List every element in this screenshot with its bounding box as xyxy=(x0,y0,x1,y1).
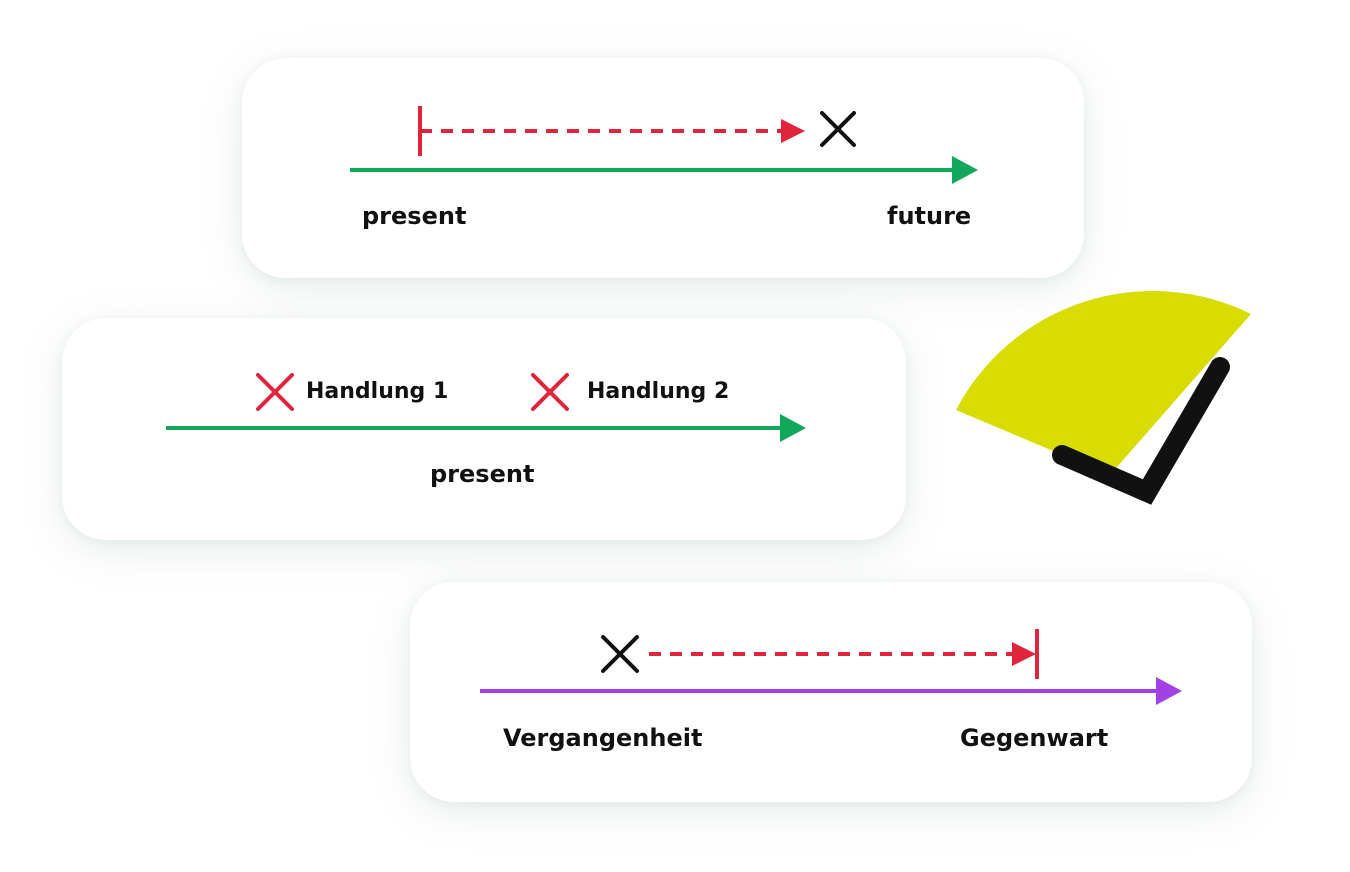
timeline-card-future: present future xyxy=(242,58,1084,278)
label-present: present xyxy=(430,460,535,488)
timeline-card-present: Handlung 1 Handlung 2 present xyxy=(62,318,906,540)
label-vergangenheit: Vergangenheit xyxy=(503,724,703,752)
axis-arrowhead xyxy=(952,156,978,184)
x-mark-icon-action-2 xyxy=(531,373,569,411)
timeline-diagram-past xyxy=(480,629,1182,705)
label-action-2: Handlung 2 xyxy=(587,379,730,404)
timeline-diagram-present xyxy=(166,373,806,442)
dashed-arrowhead xyxy=(1012,642,1036,666)
x-mark-icon-action-1 xyxy=(256,373,294,411)
x-mark-icon xyxy=(601,635,639,673)
label-action-1: Handlung 1 xyxy=(306,379,449,404)
x-mark-icon xyxy=(820,111,856,147)
badge-shape xyxy=(956,291,1251,475)
timeline-card-past: Vergangenheit Gegenwart xyxy=(410,582,1252,802)
axis-arrowhead xyxy=(780,414,806,442)
axis-arrowhead xyxy=(1156,677,1182,705)
label-present: present xyxy=(362,202,467,230)
label-future: future xyxy=(887,202,972,230)
timeline-diagram-future xyxy=(350,106,978,184)
checkmark-badge xyxy=(956,291,1251,505)
checkmark-icon xyxy=(1052,357,1230,505)
label-gegenwart: Gegenwart xyxy=(960,724,1109,752)
dashed-arrowhead xyxy=(781,119,805,143)
